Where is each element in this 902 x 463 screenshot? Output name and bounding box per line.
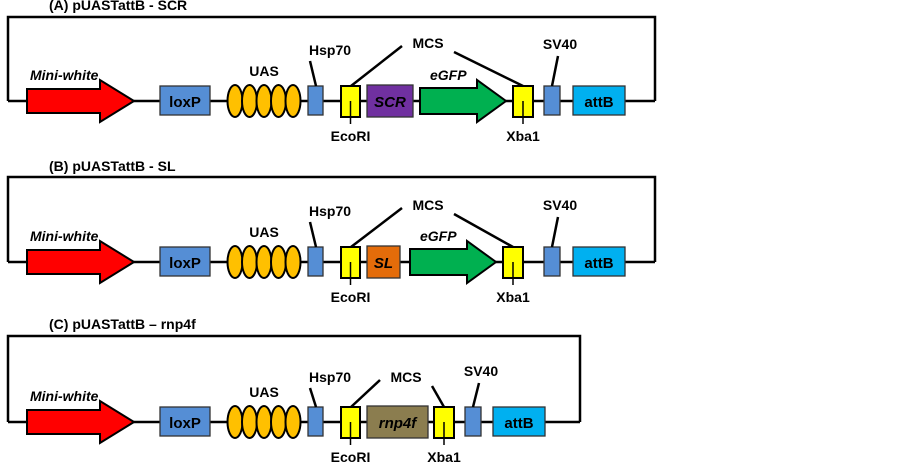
uas-label: UAS (249, 384, 279, 400)
sv40-box (543, 85, 561, 116)
backbone-loop (6, 334, 582, 422)
mini-white-label: Mini-white (30, 388, 99, 404)
uas-repeat (270, 245, 287, 279)
insert-gene-label: SCR (374, 94, 406, 111)
mcs-pointer-xba1 (430, 385, 446, 408)
construct-a: (A) pUASTattB - SCR Mini-white loxP UAS Hsp7… (6, 0, 657, 144)
loxp-label: loxP (169, 94, 201, 111)
sv40-pointer (550, 216, 560, 248)
egfp-label: eGFP (420, 228, 457, 244)
hsp70-label: Hsp70 (309, 203, 351, 219)
insert-gene-box (366, 84, 414, 118)
hsp70-label: Hsp70 (309, 369, 351, 385)
egfp-arrow (419, 78, 508, 124)
sv40-box (543, 246, 561, 277)
sv40-label: SV40 (543, 197, 577, 213)
uas-repeat (255, 245, 273, 279)
backbone-loop (6, 15, 657, 101)
xba1-label: Xba1 (496, 289, 530, 305)
uas-repeat (241, 245, 258, 279)
uas-repeat (226, 245, 244, 279)
sv40-pointer (550, 55, 560, 87)
mcs-pointer-xba1 (453, 50, 524, 88)
loxp-box (159, 406, 211, 437)
uas-repeat (270, 84, 287, 118)
sv40-label: SV40 (543, 36, 577, 52)
hsp70-box (307, 406, 324, 437)
xba1-label: Xba1 (427, 449, 461, 463)
hsp70-pointer (308, 387, 318, 408)
hsp70-pointer (308, 60, 318, 87)
mcs-pointer-ecori (350, 207, 403, 248)
hsp70-label: Hsp70 (309, 42, 351, 58)
attb-box (572, 85, 626, 116)
egfp-label: eGFP (430, 67, 467, 83)
hsp70-box (307, 85, 324, 116)
attb-label: attB (584, 94, 613, 111)
uas-repeat (255, 405, 273, 439)
sv40-box (464, 406, 482, 437)
hsp70-pointer (308, 221, 318, 248)
attb-box (572, 246, 626, 277)
mcs-pointer-ecori (350, 45, 403, 87)
ecori-label: EcoRI (331, 128, 371, 144)
mcs-label: MCS (412, 197, 443, 213)
ecori-label: EcoRI (331, 449, 371, 463)
mcs-pointer-xba1 (453, 212, 514, 249)
mcs-label: MCS (390, 369, 421, 385)
uas-repeat (270, 405, 287, 439)
mcs-pointer-ecori (350, 379, 381, 408)
mini-white-arrow (26, 78, 136, 124)
attb-label: attB (584, 255, 613, 272)
attb-label: attB (504, 415, 533, 432)
mini-white-label: Mini-white (30, 67, 99, 83)
construct-title: (A) pUASTattB - SCR (49, 0, 187, 13)
loxp-box (159, 246, 211, 277)
uas-repeat (255, 84, 273, 118)
uas-repeat (284, 245, 302, 279)
insert-gene-box (366, 245, 401, 279)
mini-white-arrow (26, 399, 136, 445)
uas-repeat (284, 405, 302, 439)
loxp-label: loxP (169, 255, 201, 272)
uas-repeat (226, 84, 244, 118)
mcs-label: MCS (412, 35, 443, 51)
insert-gene-label: SL (374, 255, 393, 272)
attb-box (492, 406, 546, 437)
loxp-box (159, 85, 211, 116)
backbone-loop (6, 175, 657, 262)
insert-gene-box (366, 405, 429, 439)
uas-repeat (241, 405, 258, 439)
uas-repeat (226, 405, 244, 439)
mini-white-label: Mini-white (30, 228, 99, 244)
uas-label: UAS (249, 63, 279, 79)
construct-title: (B) pUASTattB - SL (49, 158, 176, 174)
construct-title: (C) pUASTattB – rnp4f (49, 316, 196, 332)
mini-white-arrow (26, 239, 136, 285)
construct-b: (B) pUASTattB - SL Mini-white loxP UAS Hsp70… (6, 158, 657, 305)
loxp-label: loxP (169, 415, 201, 432)
hsp70-box (307, 246, 324, 277)
egfp-arrow (409, 239, 498, 285)
uas-repeat (284, 84, 302, 118)
sv40-label: SV40 (464, 363, 498, 379)
uas-label: UAS (249, 224, 279, 240)
sv40-pointer (471, 382, 481, 408)
insert-gene-label: rnp4f (379, 415, 419, 432)
xba1-label: Xba1 (506, 128, 540, 144)
uas-repeat (241, 84, 258, 118)
ecori-label: EcoRI (331, 289, 371, 305)
